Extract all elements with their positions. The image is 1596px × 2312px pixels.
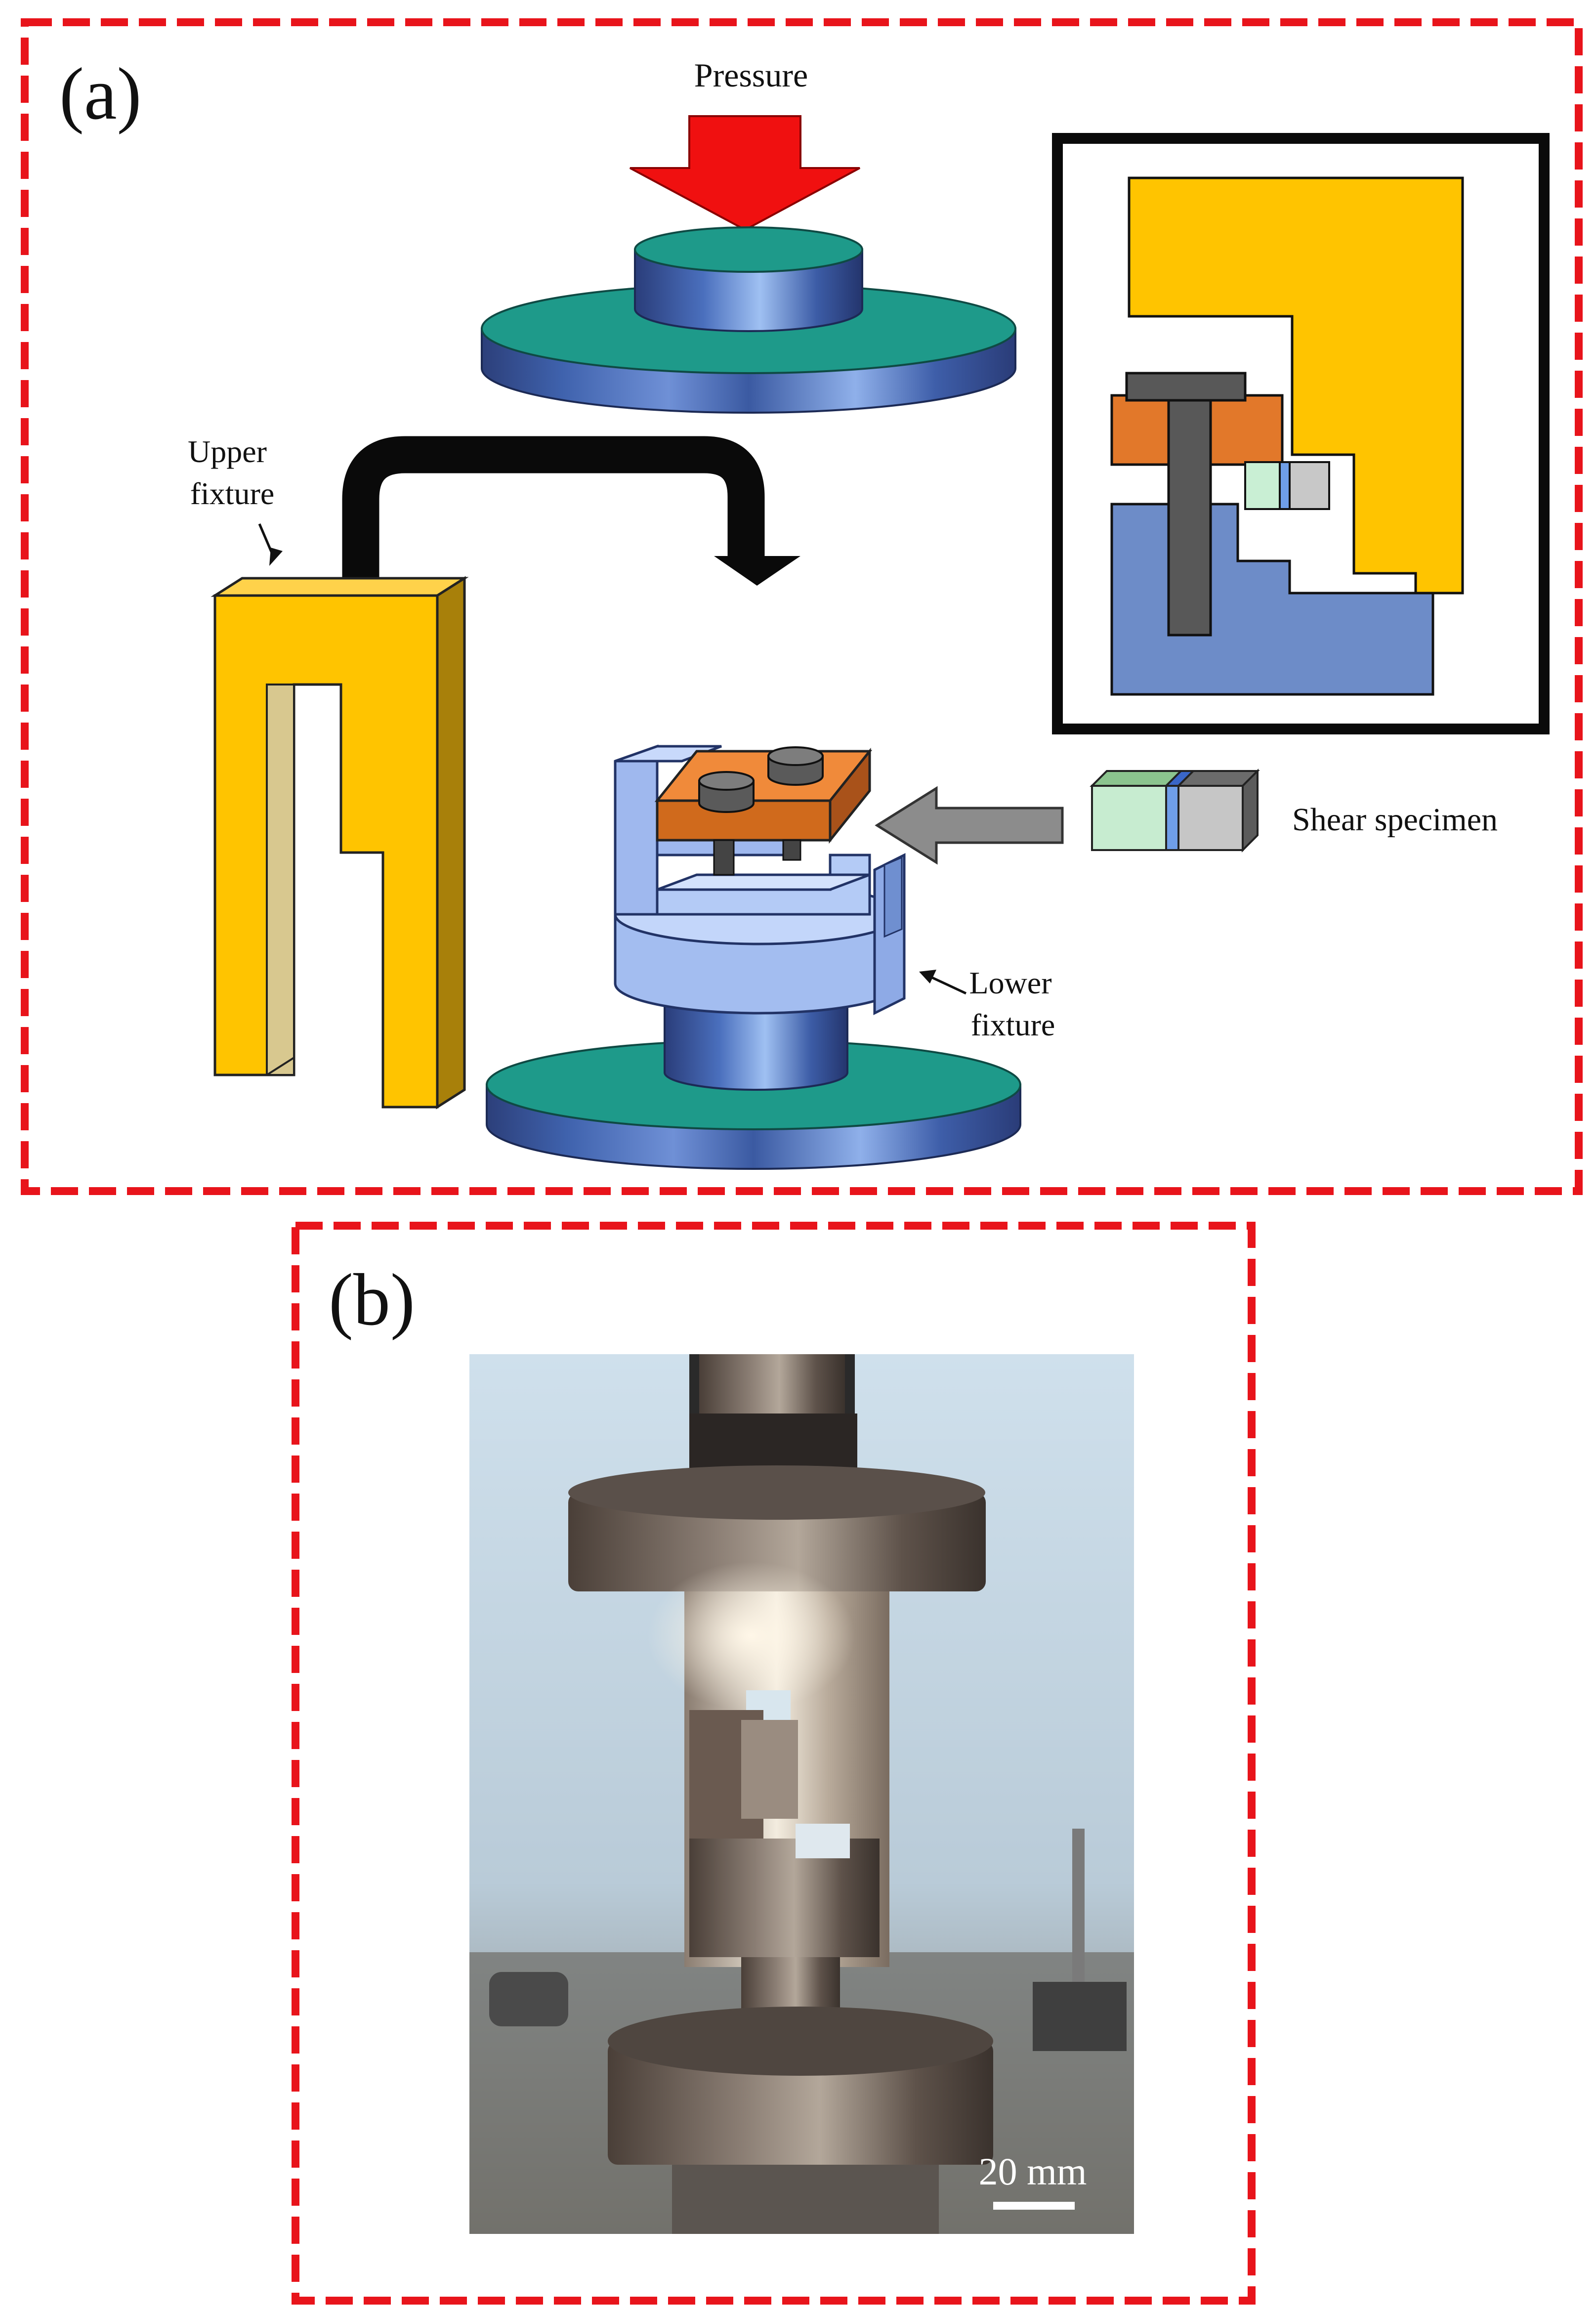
lower-fixture-pointer	[928, 975, 967, 995]
shear-specimen-icon	[1090, 769, 1260, 853]
upper-fixture-label-line1: Upper	[188, 434, 267, 469]
panel-b-label: (b)	[329, 1259, 415, 1341]
upper-fixture-label-line2: fixture	[190, 476, 275, 511]
panel-a-frame	[21, 18, 1583, 1195]
shear-specimen-label: Shear specimen	[1292, 802, 1498, 838]
lower-fixture-label-line1: Lower	[969, 965, 1051, 1000]
test-setup-photo	[469, 1354, 1134, 2234]
transfer-arrow-icon	[342, 436, 765, 583]
panel-b-frame	[292, 1222, 1256, 2305]
clamp-plate	[654, 747, 873, 844]
scale-bar-label: 20 mm	[979, 2150, 1087, 2193]
lower-fixture-label-line2: fixture	[971, 1007, 1055, 1042]
scale-bar	[993, 2202, 1075, 2210]
panel-a: (a) Pressure Upper fixture	[21, 18, 1583, 1195]
transfer-arrow-head	[714, 556, 800, 586]
bolt-icon	[698, 746, 824, 876]
panel-a-label: (a)	[59, 53, 141, 135]
top-platen	[481, 226, 1016, 414]
upper-fixture	[210, 576, 469, 1110]
pressure-arrow-icon	[630, 115, 860, 231]
cross-section-inset	[1052, 133, 1550, 734]
panel-b: (b)	[292, 1222, 1256, 2305]
pressure-label: Pressure	[694, 56, 808, 94]
insert-arrow-icon	[875, 786, 1064, 865]
